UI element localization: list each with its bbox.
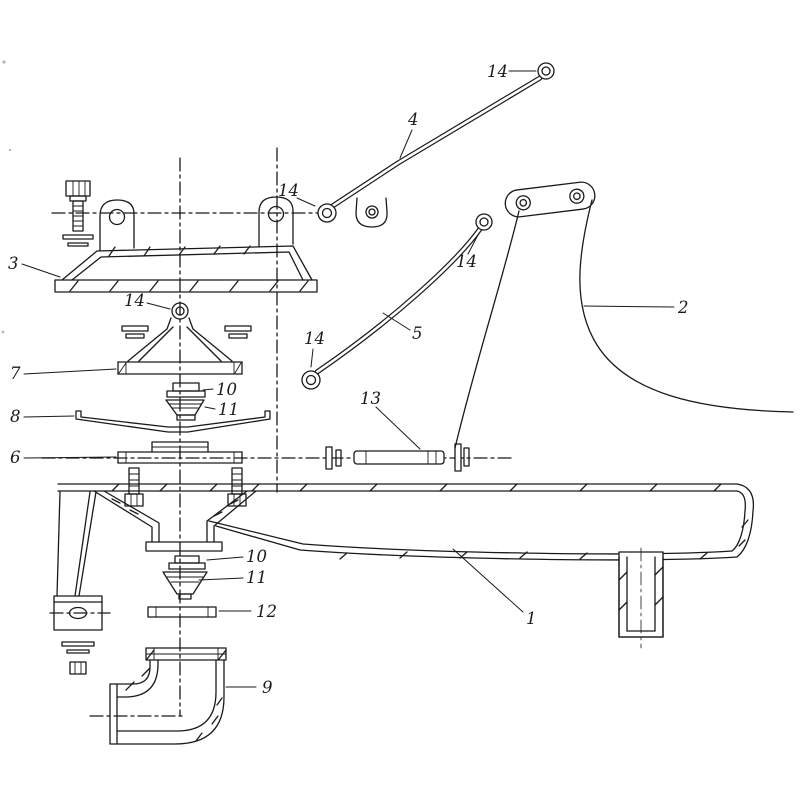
part-11-lower [162,571,208,600]
callout-label: 9 [262,678,273,697]
callout-11-upper: 11 [204,400,239,419]
part-10-upper [166,382,206,398]
callout-label: 7 [10,364,21,383]
callout-4: 4 [399,110,419,159]
callout-label: 8 [10,407,21,426]
callout-label: 11 [218,400,239,419]
callout-label: 3 [8,254,19,273]
pivot-bracket [355,197,388,228]
part-13-spindle [325,443,470,472]
callout-14-cone-eyelet: 14 [124,291,171,310]
callouts: 14 4 2 14 14 5 14 3 [8,62,689,697]
callout-14-rod4-top: 14 [487,62,537,81]
callout-14-rod5-top: 14 [456,232,480,271]
callout-label: 14 [456,252,477,271]
part-2-link [504,181,596,218]
part-6-flange [117,441,243,464]
callout-5: 5 [382,312,423,343]
callout-label: 14 [278,181,299,200]
callout-label: 13 [360,389,381,408]
part-3-bracket [54,196,318,293]
callout-12: 12 [218,602,277,621]
callout-label: 14 [487,62,508,81]
callout-8: 8 [10,407,75,426]
bolt-top-left [62,180,94,247]
support-leg [53,491,103,675]
callout-label: 1 [526,609,537,628]
callout-1: 1 [452,548,537,628]
callout-label: 2 [677,298,689,317]
part-2-curve [579,199,794,413]
hatching [111,483,749,611]
callout-10-lower: 10 [206,547,267,566]
callout-label: 4 [407,110,419,129]
part-9-elbow [109,647,227,745]
part-7-cone [117,317,243,375]
part-12-ring [147,606,217,618]
callout-label: 14 [124,291,145,310]
callout-6: 6 [10,448,117,467]
part-4-rod [317,62,555,223]
callout-label: 6 [10,448,21,467]
part-10-lower [168,555,206,570]
washers-upper [121,325,252,339]
callout-14-rod4-bottom: 14 [278,181,316,207]
part-11-upper [165,399,205,421]
part-8-strip [75,410,271,433]
callout-14-rod5-bottom: 14 [304,329,325,368]
part-5-rod [301,213,493,390]
centerlines [41,147,513,717]
part-1-pan [57,483,755,638]
callout-2: 2 [583,298,689,317]
scan-artifacts [1,60,12,334]
stud-bolts [124,467,247,507]
callout-7: 7 [10,364,117,383]
callout-label: 12 [256,602,277,621]
callout-11-lower: 11 [198,568,267,587]
hatching [69,245,309,292]
hatching [125,649,227,742]
callout-label: 10 [246,547,267,566]
callout-9: 9 [225,678,273,697]
callout-10-upper: 10 [202,380,237,399]
callout-label: 11 [246,568,267,587]
callout-label: 10 [216,380,237,399]
link-wire [454,210,520,449]
eyelet-14-cone [171,302,189,320]
callout-label: 14 [304,329,325,348]
callout-3: 3 [8,254,61,278]
callout-13: 13 [360,389,421,450]
callout-label: 5 [412,324,423,343]
